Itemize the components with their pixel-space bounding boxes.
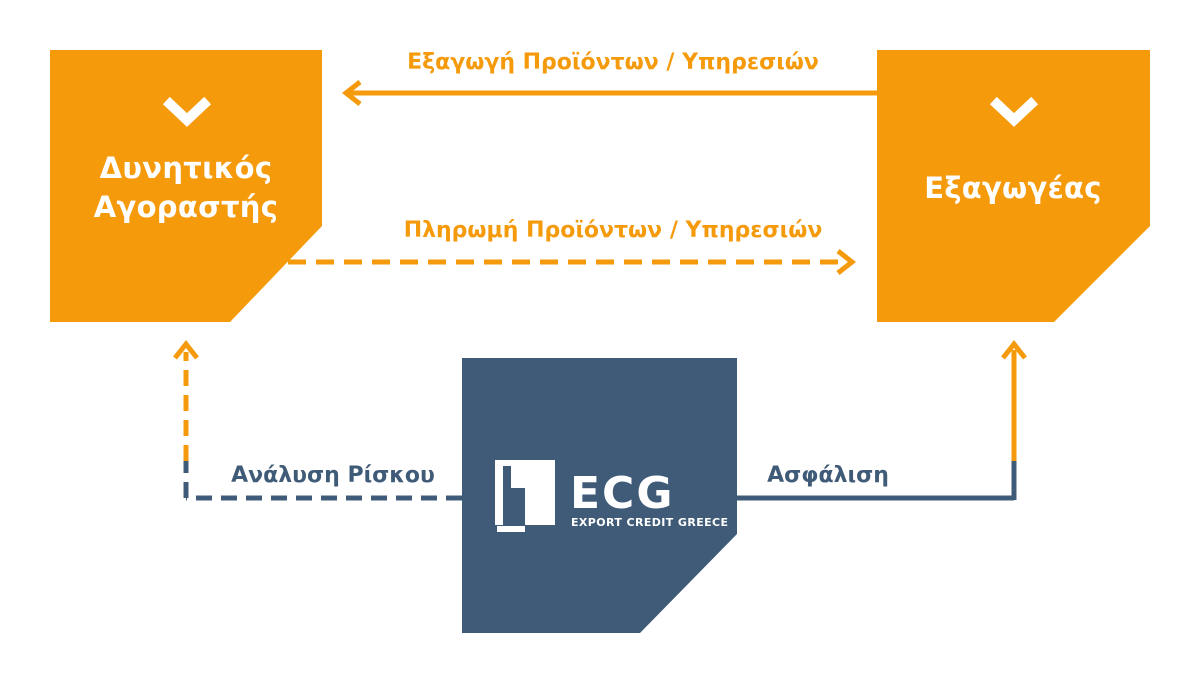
ecg-logo-subtitle: EXPORT CREDIT GREECE [571, 516, 728, 529]
chevron-down-icon [162, 96, 212, 127]
chevron-down-icon [989, 96, 1039, 127]
risk-analysis-arrow [173, 339, 462, 501]
buyer-box: Δυνητικός Αγοραστής [50, 50, 322, 322]
export-arrow [341, 80, 877, 106]
ecg-box: ECG EXPORT CREDIT GREECE [462, 358, 737, 633]
payment-arrow [288, 249, 857, 275]
exporter-label: Εξαγωγέας [924, 171, 1102, 205]
buyer-label-line1: Δυνητικός [100, 151, 273, 185]
ecg-logo: ECG EXPORT CREDIT GREECE [495, 460, 728, 532]
buyer-label-line2: Αγοραστής [94, 190, 278, 224]
export-label: Εξαγωγή Προϊόντων / Υπηρεσιών [407, 50, 819, 75]
risk-analysis-label: Ανάλυση Ρίσκου [231, 463, 435, 488]
exporter-box: Εξαγωγέας [877, 50, 1150, 322]
ecg-logo-text: ECG [570, 468, 674, 519]
payment-label: Πληρωμή Προϊόντων / Υπηρεσιών [404, 218, 823, 243]
insurance-label: Ασφάλιση [767, 463, 889, 488]
insurance-arrow [737, 339, 1027, 501]
